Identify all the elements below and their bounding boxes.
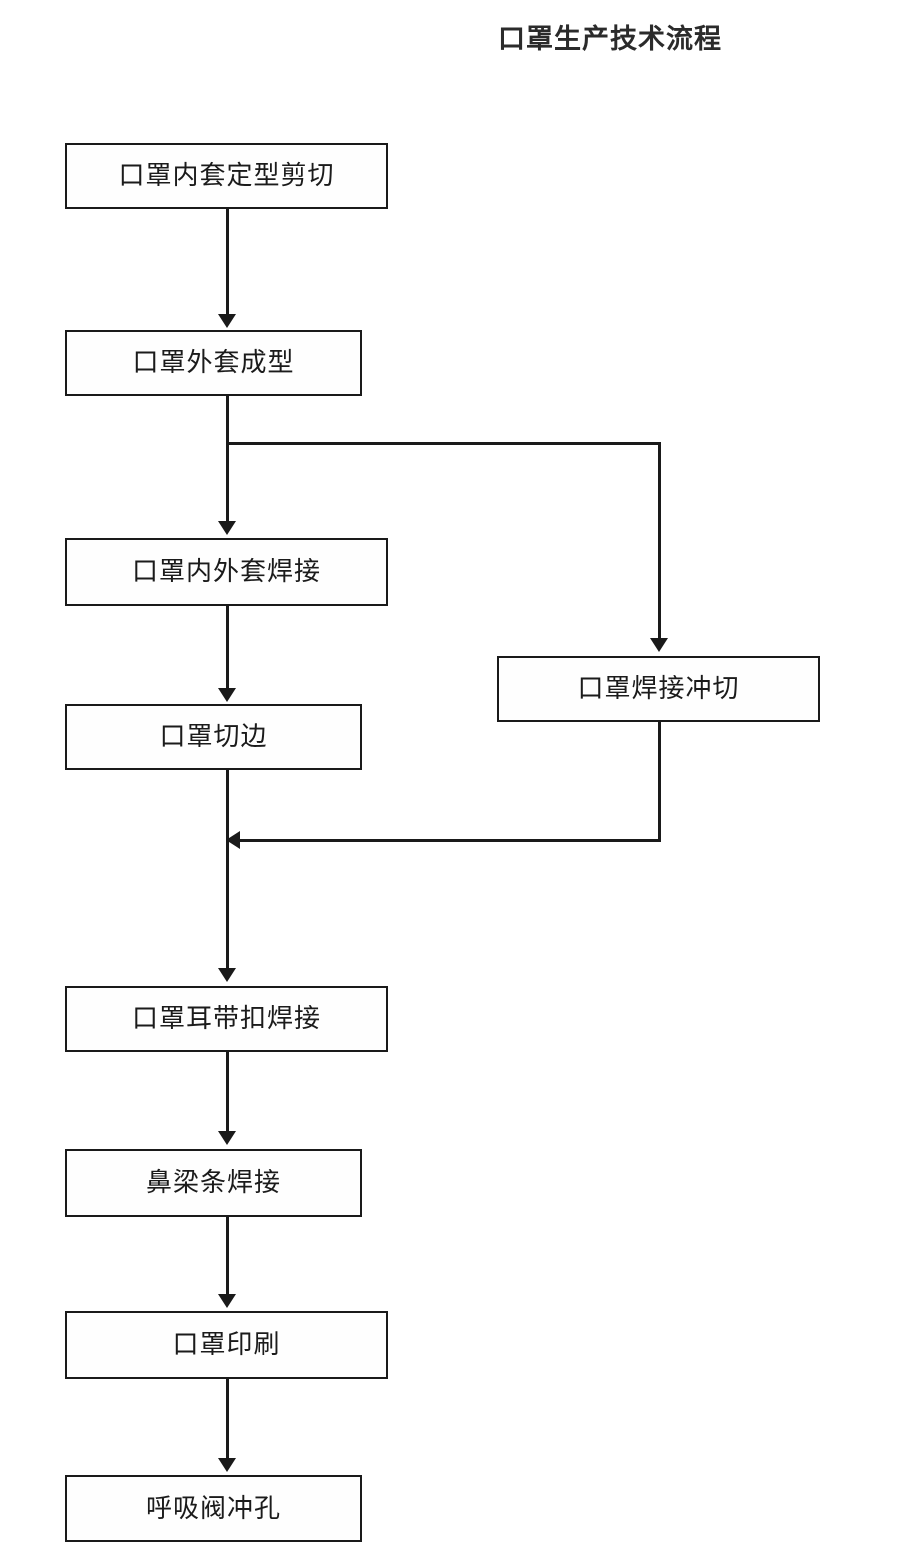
edge-arrowhead-n2-n5 — [650, 638, 668, 652]
flow-node-inner-shell-trim[interactable]: 口罩内套定型剪切 — [65, 143, 388, 209]
edge-arrowhead-n1-n2 — [218, 314, 236, 328]
edge-line-n5-merge-vertical — [658, 722, 661, 842]
edge-arrowhead-n4-n6 — [218, 968, 236, 982]
edge-line-n8-n9 — [226, 1379, 229, 1458]
edge-line-n3-n4 — [226, 606, 229, 688]
edge-line-n2-n3 — [226, 396, 229, 522]
edge-line-n2-n5-horizontal — [226, 442, 661, 445]
flow-node-outer-shell-forming[interactable]: 口罩外套成型 — [65, 330, 362, 396]
edge-line-n2-n5-vertical — [658, 442, 661, 638]
edge-line-n7-n8 — [226, 1217, 229, 1295]
edge-line-n1-n2 — [226, 209, 229, 314]
edge-arrowhead-n3-n4 — [218, 688, 236, 702]
flow-node-earloop-buckle-welding[interactable]: 口罩耳带扣焊接 — [65, 986, 388, 1052]
edge-line-n5-merge-horizontal — [238, 839, 661, 842]
flow-node-nose-bridge-welding[interactable]: 鼻梁条焊接 — [65, 1149, 362, 1217]
flow-node-breathing-valve-punching[interactable]: 呼吸阀冲孔 — [65, 1475, 362, 1542]
flow-node-mask-printing[interactable]: 口罩印刷 — [65, 1311, 388, 1379]
flow-node-weld-punch-cutting[interactable]: 口罩焊接冲切 — [497, 656, 820, 722]
edge-arrowhead-n6-n7 — [218, 1131, 236, 1145]
edge-arrowhead-n7-n8 — [218, 1294, 236, 1308]
edge-line-n4-n6 — [226, 770, 229, 968]
flow-node-inner-outer-welding[interactable]: 口罩内外套焊接 — [65, 538, 388, 606]
edge-arrowhead-n5-merge — [226, 831, 240, 849]
flow-node-edge-cutting[interactable]: 口罩切边 — [65, 704, 362, 770]
page-title: 口罩生产技术流程 — [498, 24, 722, 55]
edge-arrowhead-n2-n3 — [218, 521, 236, 535]
edge-arrowhead-n8-n9 — [218, 1458, 236, 1472]
edge-line-n6-n7 — [226, 1052, 229, 1131]
